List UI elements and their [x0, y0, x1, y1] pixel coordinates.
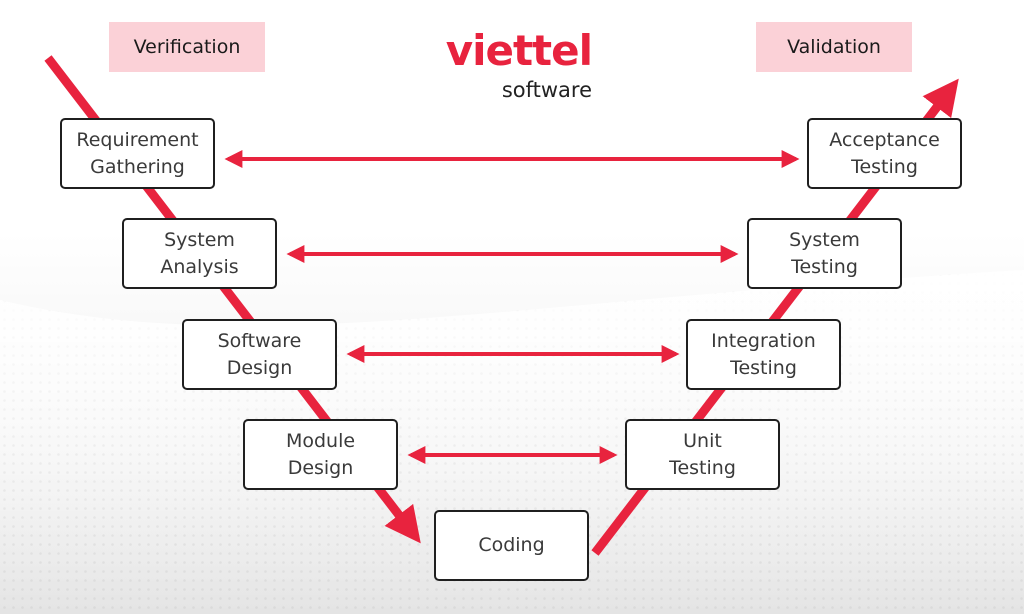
stage-label: Module Design [285, 429, 356, 479]
stage-coding: Coding [434, 510, 589, 581]
stage-label: Acceptance Testing [829, 128, 940, 178]
stage-system-analysis: System Analysis [122, 218, 277, 289]
stage-module-design: Module Design [243, 419, 398, 490]
stage-label: Integration Testing [711, 329, 816, 379]
stage-label: Requirement Gathering [76, 128, 199, 178]
stage-requirement-gathering: Requirement Gathering [60, 118, 215, 189]
stage-integration-testing: Integration Testing [686, 319, 841, 390]
logo-sub-text: software [501, 78, 592, 102]
stage-acceptance-testing: Acceptance Testing [807, 118, 962, 189]
stage-label: System Analysis [160, 228, 239, 278]
stage-label: Unit Testing [669, 429, 736, 479]
stage-software-design: Software Design [182, 319, 337, 390]
verification-label: Verification [109, 22, 265, 72]
stage-system-testing: System Testing [747, 218, 902, 289]
stage-label: System Testing [789, 228, 860, 278]
stage-label: Software Design [217, 329, 302, 379]
stage-unit-testing: Unit Testing [625, 419, 780, 490]
viettel-software-logo: viettel software [420, 30, 610, 110]
logo-brand-text: viettel [445, 26, 593, 75]
validation-label: Validation [756, 22, 912, 72]
stage-label: Coding [478, 534, 545, 556]
